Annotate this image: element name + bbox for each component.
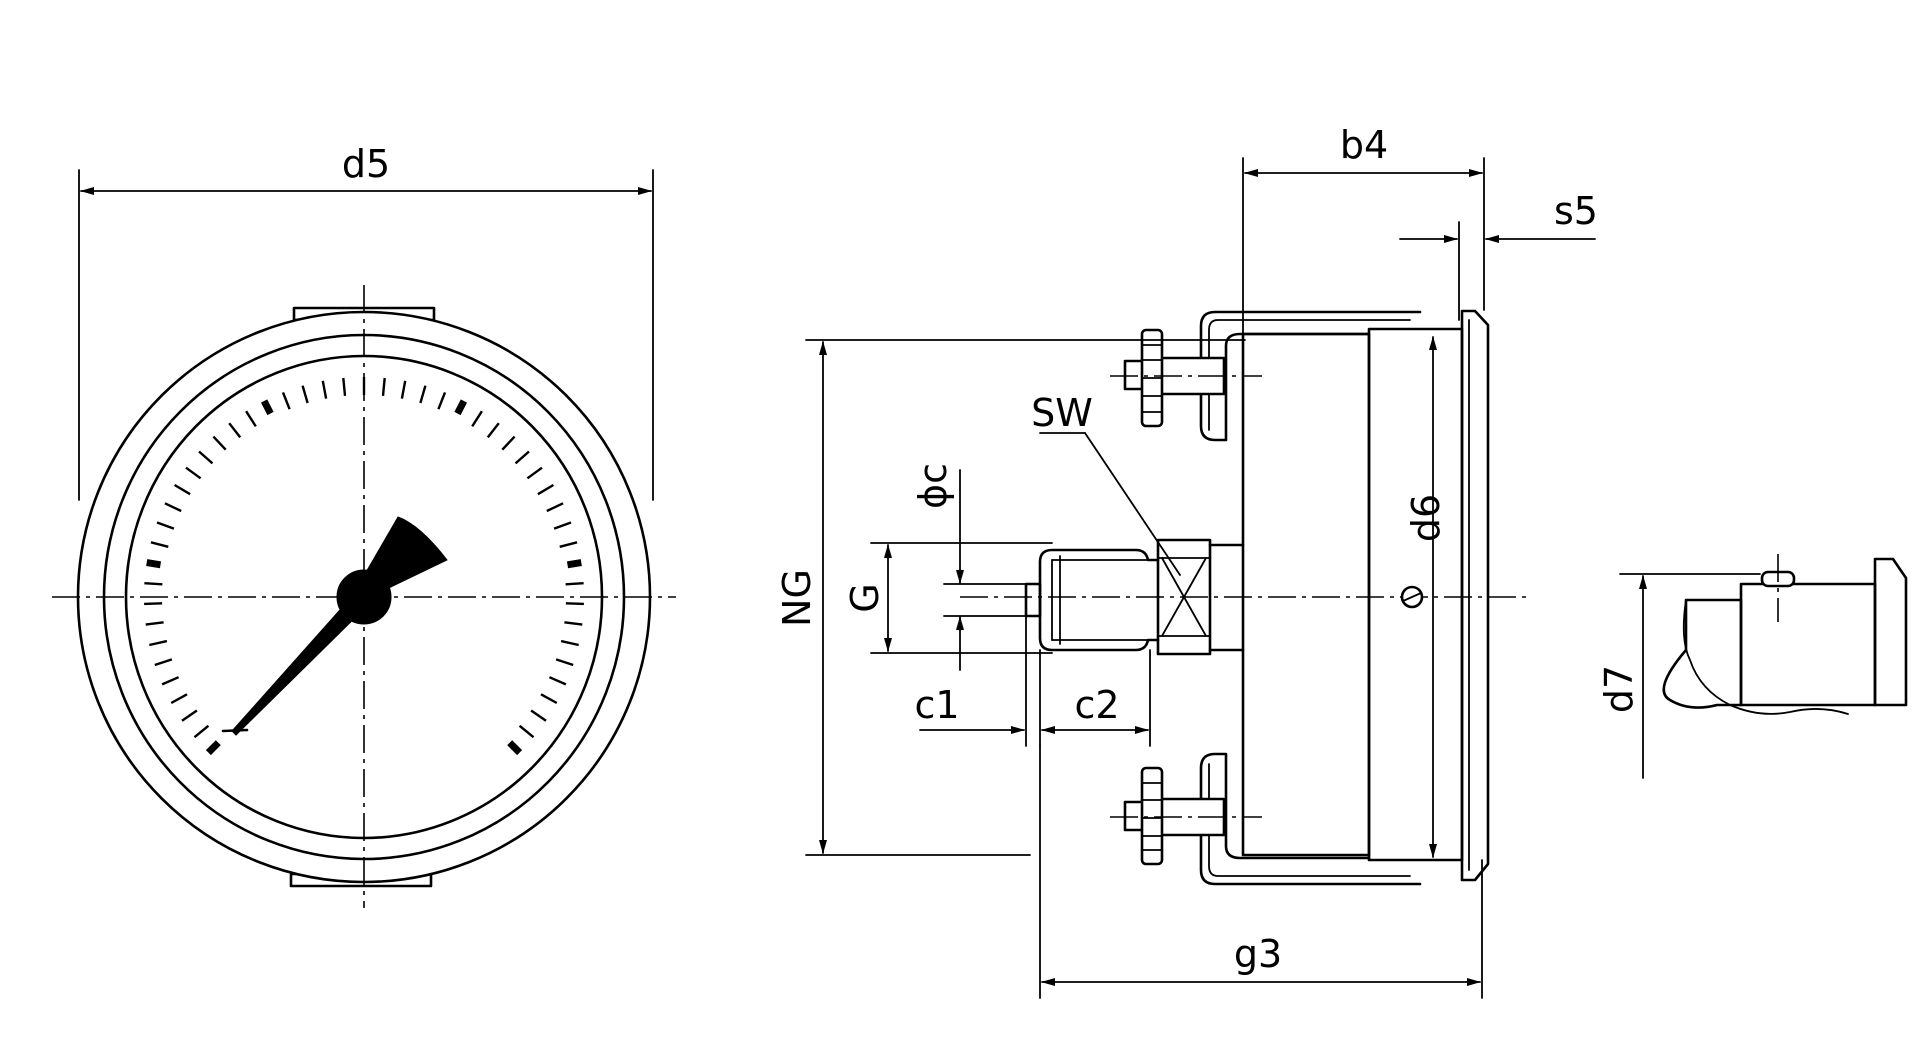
- sw-leader: [1084, 432, 1181, 576]
- minor-tick: [149, 639, 168, 647]
- minor-tick: [530, 709, 547, 722]
- minor-tick: [564, 621, 583, 626]
- detail-case: [1739, 582, 1877, 707]
- d5-label: d5: [342, 142, 390, 186]
- major-tick: [205, 740, 221, 756]
- sw-label: SW: [1031, 391, 1093, 435]
- minor-tick: [193, 724, 210, 739]
- minor-tick: [518, 724, 535, 739]
- case-screw-slot: [1402, 592, 1422, 602]
- detail-flange: [1873, 557, 1908, 707]
- ng-label: NG: [775, 569, 819, 627]
- minor-tick: [548, 676, 567, 686]
- minor-tick: [301, 385, 309, 404]
- side-view: NG G ϕc SW c1 c2 d6 b4 s5: [775, 123, 1598, 999]
- minor-tick: [486, 422, 500, 439]
- major-tick: [146, 559, 162, 569]
- top-bracket: [1199, 310, 1422, 442]
- minor-tick: [173, 483, 191, 496]
- dial-scale-ticks: [144, 377, 584, 756]
- d6-label: d6: [1404, 494, 1448, 542]
- minor-tick: [154, 658, 173, 667]
- minor-tick: [150, 541, 169, 548]
- phic-label: ϕc: [911, 463, 955, 509]
- minor-tick: [181, 709, 198, 722]
- minor-tick: [419, 385, 427, 404]
- major-tick: [454, 399, 468, 416]
- case-body: [1241, 332, 1371, 857]
- minor-tick: [537, 483, 555, 496]
- thread-body: [1038, 548, 1160, 652]
- minor-tick: [437, 391, 447, 410]
- g-label: G: [843, 583, 887, 612]
- minor-tick: [281, 391, 291, 410]
- minor-tick: [565, 602, 584, 606]
- b4-label: b4: [1340, 123, 1388, 167]
- minor-tick: [161, 676, 180, 686]
- minor-tick: [145, 621, 164, 626]
- minor-tick: [553, 521, 572, 530]
- minor-tick: [381, 377, 386, 397]
- minor-tick: [198, 450, 214, 465]
- minor-tick: [342, 377, 347, 397]
- minor-tick: [471, 410, 483, 428]
- pointer-hub: [336, 569, 392, 625]
- minor-tick: [185, 466, 202, 480]
- minor-tick: [501, 435, 516, 451]
- panel-cutout-detail: d7: [1597, 554, 1908, 779]
- minor-tick: [321, 380, 328, 399]
- front-flange: [1460, 309, 1490, 882]
- pressure-pin: [1024, 582, 1042, 618]
- panel-break-line: [1682, 599, 1849, 715]
- minor-tick: [559, 541, 578, 548]
- minor-tick: [546, 502, 564, 513]
- c1-label: c1: [914, 683, 959, 727]
- minor-tick: [540, 693, 558, 705]
- minor-tick: [555, 658, 574, 667]
- minor-tick: [560, 639, 579, 647]
- bottom-bracket-inner: [1208, 763, 1411, 877]
- major-tick: [507, 740, 523, 756]
- major-tick: [566, 559, 582, 569]
- g3-label: g3: [1234, 932, 1282, 976]
- minor-tick: [144, 602, 163, 606]
- bottom-knurled-nut: [1140, 766, 1164, 866]
- minor-tick: [144, 582, 163, 586]
- minor-tick: [212, 435, 227, 451]
- top-bracket-inner: [1208, 319, 1411, 431]
- minor-tick: [170, 693, 188, 705]
- minor-tick: [156, 521, 175, 530]
- minor-tick: [526, 466, 543, 480]
- pointer-tip-mark: [221, 728, 249, 733]
- bottom-bracket: [1199, 752, 1422, 886]
- minor-tick: [228, 422, 242, 439]
- minor-tick: [164, 502, 182, 513]
- minor-tick: [245, 410, 257, 428]
- major-tick: [260, 399, 274, 416]
- d7-label: d7: [1597, 665, 1641, 713]
- panel-section: [1662, 598, 1743, 709]
- s5-label: s5: [1554, 189, 1598, 233]
- front-view: d5: [52, 142, 676, 908]
- minor-tick: [565, 582, 584, 586]
- minor-tick: [514, 450, 530, 465]
- c2-label: c2: [1074, 683, 1119, 727]
- minor-tick: [400, 380, 407, 399]
